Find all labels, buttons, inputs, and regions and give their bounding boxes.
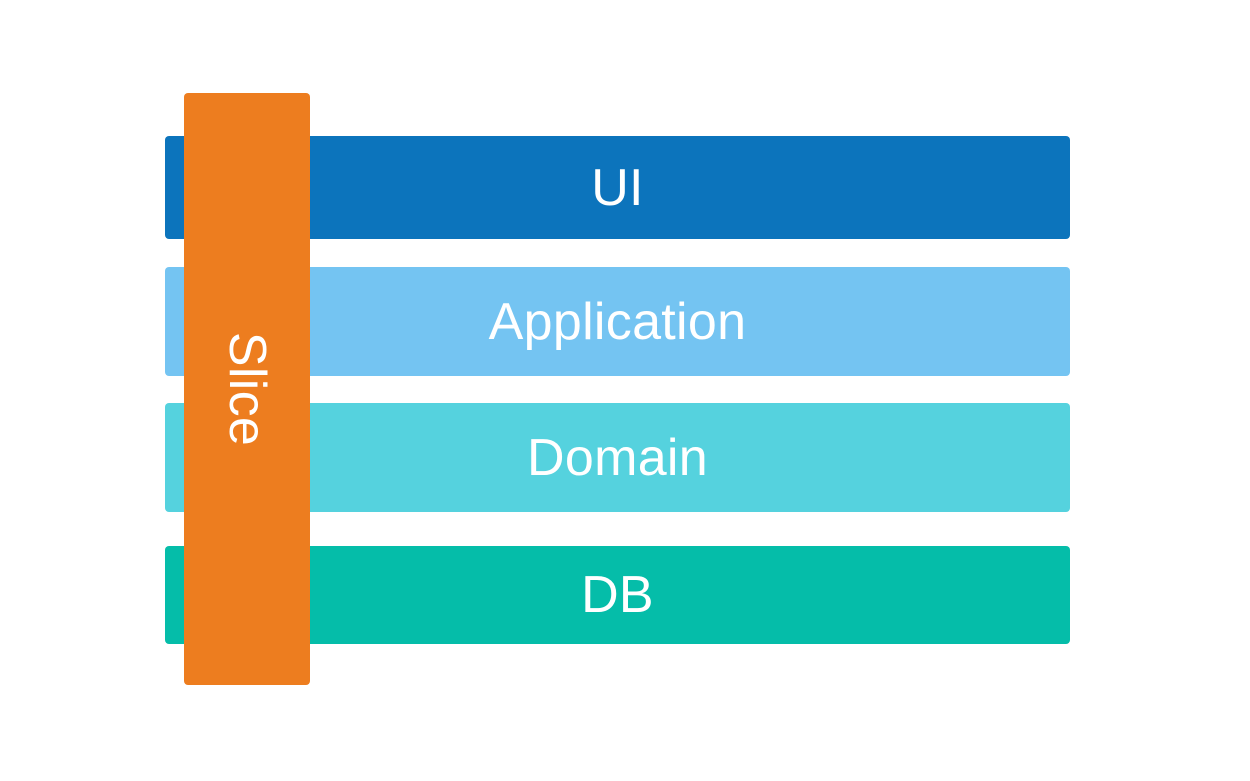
layer-label-domain: Domain <box>527 428 708 487</box>
layer-bar-domain[interactable]: Domain <box>165 403 1070 512</box>
layer-label-application: Application <box>488 292 747 351</box>
layer-label-db: DB <box>581 566 654 624</box>
layer-bar-ui[interactable]: UI <box>165 136 1070 239</box>
layer-bar-application[interactable]: Application <box>165 267 1070 376</box>
layer-label-ui: UI <box>591 158 644 217</box>
vertical-slice-band[interactable]: Slice <box>184 93 310 685</box>
layer-bar-db[interactable]: DB <box>165 546 1070 644</box>
vertical-slice-label: Slice <box>218 331 276 447</box>
